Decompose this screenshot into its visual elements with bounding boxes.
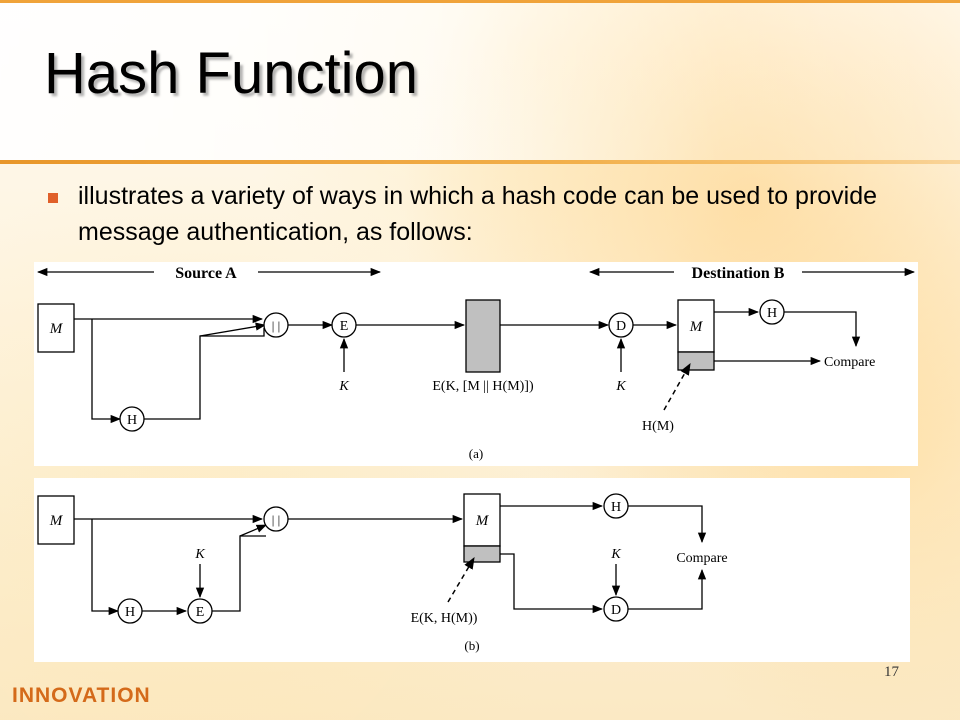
title-underline <box>0 160 960 164</box>
arrow-decrypt-to-compare <box>628 568 707 610</box>
source-a-label: Source A <box>175 265 237 282</box>
received-encrypted-hash-block <box>463 545 501 563</box>
key-encrypt-label: K <box>194 547 205 562</box>
compare-label: Compare <box>676 551 727 566</box>
message-box <box>37 303 75 353</box>
diagram-a: Source A Destination B M H | | E K E(K, … <box>34 262 918 466</box>
arrow-m-to-hash <box>91 319 122 424</box>
ekhm-label: E(K, H(M)) <box>411 611 478 626</box>
received-message-box <box>677 299 715 353</box>
received-message-label: M <box>689 319 704 335</box>
arrow-hash-to-compare <box>784 311 861 348</box>
arrow-encrypted-hash-to-decrypt <box>500 553 604 614</box>
recv-hash-label: H <box>767 306 777 321</box>
caption-b: (b) <box>464 638 479 653</box>
slide-title: Hash Function <box>44 41 418 106</box>
message-label: M <box>49 321 64 337</box>
compare-label: Compare <box>824 355 875 370</box>
key-decrypt-label: K <box>615 379 626 394</box>
message-label: M <box>49 513 64 529</box>
page-number: 17 <box>884 664 899 680</box>
innovation-logo: INNOVATION <box>12 684 151 707</box>
hash-label: H <box>125 605 135 620</box>
encrypt-label: E <box>196 605 205 620</box>
received-message-label: M <box>475 513 490 529</box>
bullet-marker <box>48 193 58 203</box>
recv-hash-label: H <box>611 500 621 515</box>
diagram-b: M H E K | | M H Compare D K E(K, H(M)) (… <box>34 478 910 662</box>
arrow-encrypt-to-concat <box>239 524 267 537</box>
ciphertext-block <box>465 299 501 373</box>
key-decrypt-label: K <box>610 547 621 562</box>
concat-label: | | <box>272 318 280 333</box>
title-band <box>0 0 960 162</box>
arrow-hash-to-concat <box>199 322 267 337</box>
destination-b-label: Destination B <box>692 265 785 282</box>
arrow-hash-to-compare <box>628 505 707 544</box>
message-box <box>37 495 75 545</box>
bullet-text: illustrates a variety of ways in which a… <box>78 182 878 246</box>
concat-label: | | <box>272 512 280 527</box>
ciphertext-label: E(K, [M || H(M)]) <box>432 379 534 394</box>
top-accent-line <box>0 0 960 3</box>
caption-a: (a) <box>469 446 483 461</box>
encrypt-label: E <box>340 319 349 334</box>
path-encrypt-up <box>212 535 266 612</box>
received-hash-block <box>677 351 715 371</box>
decrypt-label: D <box>616 319 626 334</box>
hash-label: H <box>127 413 137 428</box>
arrow-m-to-hash <box>91 519 120 616</box>
key-encrypt-label: K <box>338 379 349 394</box>
decrypt-label: D <box>611 603 621 618</box>
hm-label: H(M) <box>642 419 674 434</box>
